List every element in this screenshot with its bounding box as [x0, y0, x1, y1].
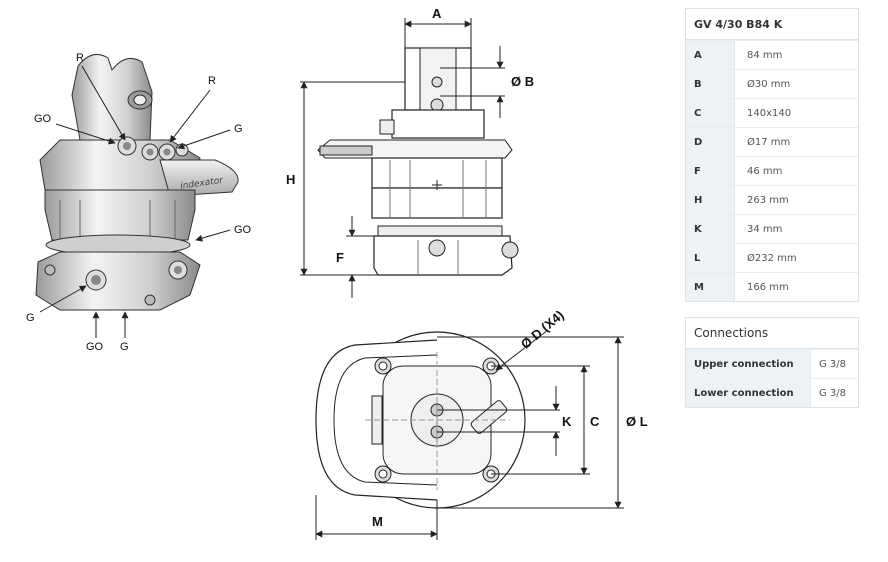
- spec-key: A: [686, 41, 734, 69]
- label-r-right: R: [208, 75, 216, 87]
- spec-key: H: [686, 186, 734, 214]
- connection-key: Upper connection: [686, 350, 810, 378]
- spec-value: 84 mm: [734, 41, 858, 69]
- spec-key: D: [686, 128, 734, 156]
- label-g-bottom: G: [120, 341, 129, 353]
- spec-value: Ø232 mm: [734, 244, 858, 272]
- spec-row: D Ø17 mm: [686, 127, 858, 156]
- spec-key: B: [686, 70, 734, 98]
- bottom-dimensions: [315, 329, 624, 540]
- label-go-top: GO: [34, 113, 52, 125]
- dim-label-a: A: [432, 6, 442, 21]
- spec-row: H 263 mm: [686, 185, 858, 214]
- spec-value: 263 mm: [734, 186, 858, 214]
- spec-key: L: [686, 244, 734, 272]
- connection-row: Lower connection G 3/8: [686, 378, 858, 407]
- dim-label-c: C: [590, 414, 600, 429]
- connection-value: G 3/8: [810, 379, 858, 407]
- label-g-top: G: [234, 123, 243, 135]
- spec-row: B Ø30 mm: [686, 69, 858, 98]
- dim-label-b: Ø B: [511, 74, 534, 89]
- spec-row: F 46 mm: [686, 156, 858, 185]
- label-go-bottom: GO: [86, 341, 104, 353]
- spec-row: M 166 mm: [686, 272, 858, 301]
- spec-key: K: [686, 215, 734, 243]
- spec-key: F: [686, 157, 734, 185]
- label-g-left: G: [26, 312, 35, 324]
- spec-key: C: [686, 99, 734, 127]
- spec-value: Ø17 mm: [734, 128, 858, 156]
- connections-table: Connections Upper connection G 3/8 Lower…: [685, 317, 859, 408]
- connections-title: Connections: [686, 318, 858, 349]
- spec-key: M: [686, 273, 734, 301]
- isometric-view: indexator R R GO G GO G: [26, 52, 252, 353]
- spec-value: 46 mm: [734, 157, 858, 185]
- dim-label-k: K: [562, 414, 572, 429]
- spec-value: 140x140: [734, 99, 858, 127]
- side-view: [317, 47, 519, 276]
- dim-label-l: Ø L: [626, 414, 648, 429]
- side-dimensions: [300, 18, 505, 298]
- spec-value: Ø30 mm: [734, 70, 858, 98]
- technical-drawing: indexator R R GO G GO G: [26, 6, 648, 540]
- spec-row: C 140x140: [686, 98, 858, 127]
- label-r-left: R: [76, 52, 84, 64]
- dim-label-d: Ø D (X4): [518, 307, 567, 351]
- dim-label-h: H: [286, 172, 295, 187]
- connection-value: G 3/8: [810, 350, 858, 378]
- spec-value: 166 mm: [734, 273, 858, 301]
- connection-row: Upper connection G 3/8: [686, 349, 858, 378]
- spec-row: K 34 mm: [686, 214, 858, 243]
- label-go-right: GO: [234, 224, 252, 236]
- dim-label-f: F: [336, 250, 344, 265]
- spec-value: 34 mm: [734, 215, 858, 243]
- connection-key: Lower connection: [686, 379, 810, 407]
- spec-table: GV 4/30 B84 K A 84 mm B Ø30 mm C 140x140…: [685, 8, 859, 302]
- spec-table-title: GV 4/30 B84 K: [686, 9, 858, 40]
- spec-row: A 84 mm: [686, 40, 858, 69]
- spec-row: L Ø232 mm: [686, 243, 858, 272]
- dim-label-m: M: [372, 514, 383, 529]
